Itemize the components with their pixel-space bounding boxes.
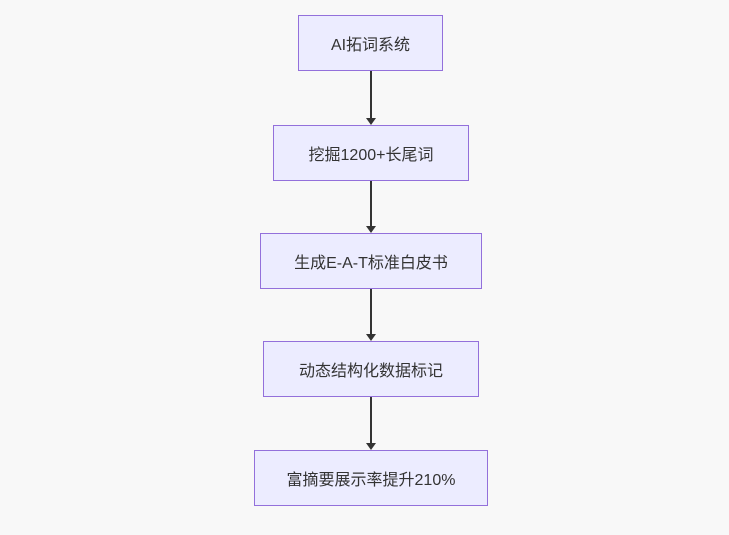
flow-node-label: 动态结构化数据标记 — [298, 363, 443, 380]
flow-arrow-4 — [366, 397, 376, 450]
flow-node-label: 富摘要展示率提升210% — [286, 472, 456, 489]
flow-arrow-3 — [366, 289, 376, 341]
arrow-head-down-icon — [366, 226, 376, 233]
flow-node-label: 生成E-A-T标准白皮书 — [294, 255, 448, 272]
flow-node-dynamic-structured-data-markup: 动态结构化数据标记 — [263, 341, 479, 397]
flow-node-rich-snippet-rate-increase: 富摘要展示率提升210% — [254, 450, 488, 506]
arrow-head-down-icon — [366, 443, 376, 450]
arrow-line — [370, 71, 372, 119]
flow-arrow-2 — [366, 181, 376, 233]
flow-node-mine-longtail-keywords: 挖掘1200+长尾词 — [273, 125, 469, 181]
arrow-line — [370, 397, 372, 444]
flow-node-generate-eat-whitepaper: 生成E-A-T标准白皮书 — [260, 233, 482, 289]
arrow-line — [370, 289, 372, 335]
flow-node-label: 挖掘1200+长尾词 — [308, 147, 434, 164]
arrow-head-down-icon — [366, 118, 376, 125]
flow-node-label: AI拓词系统 — [330, 37, 411, 54]
arrow-line — [370, 181, 372, 227]
flow-node-ai-word-expansion-system: AI拓词系统 — [298, 15, 443, 71]
arrow-head-down-icon — [366, 334, 376, 341]
flow-arrow-1 — [366, 71, 376, 125]
